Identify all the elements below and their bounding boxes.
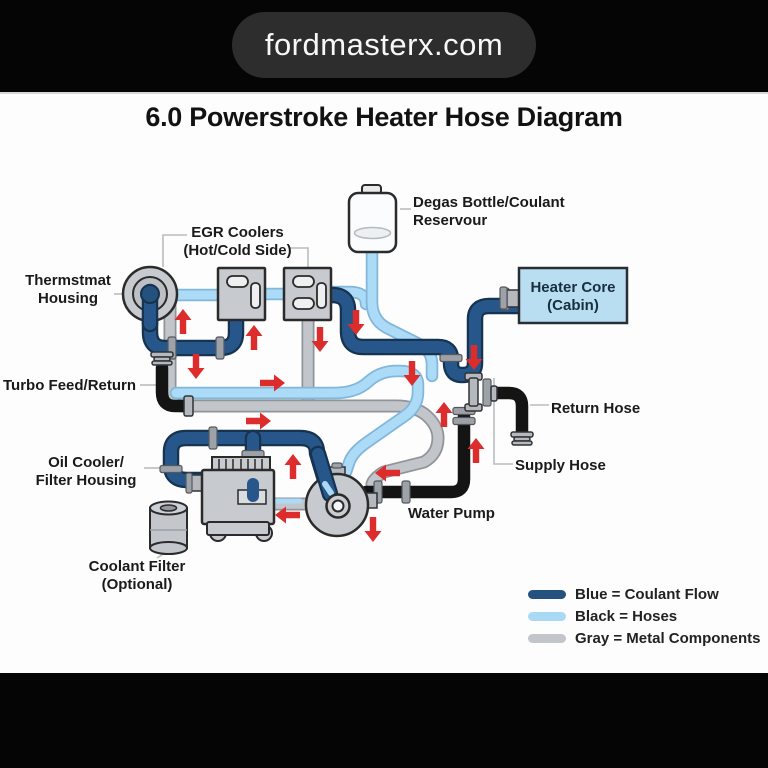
flow-arrow-right: [246, 412, 271, 430]
return-hose-cap: [510, 431, 534, 446]
heater-hose-diagram: [114, 184, 629, 559]
flow-arrow-up: [245, 325, 263, 350]
leader-lines: [114, 208, 549, 559]
site-badge-text: fordmasterx.com: [264, 27, 504, 62]
degas-bottle: [347, 184, 398, 254]
oil-cooler: [185, 456, 276, 542]
flow-arrow-down: [187, 354, 205, 379]
thermostat-housing: [121, 265, 179, 324]
coolant-filter: [149, 500, 188, 555]
site-badge: fordmasterx.com: [232, 12, 536, 78]
flow-arrow-up: [284, 454, 302, 479]
return-hose-fixture: [464, 372, 498, 412]
diagram-panel: 6.0 Powerstroke Heater Hose Diagram: [0, 92, 768, 673]
egr-cooler-cold: [282, 266, 333, 322]
page-title: 6.0 Powerstroke Heater Hose Diagram: [145, 102, 623, 132]
top-letterbox-bar: fordmasterx.com: [0, 0, 768, 92]
flow-arrow-down: [364, 517, 382, 542]
water-pump: [304, 454, 378, 538]
flow-arrow-up: [174, 309, 192, 334]
light-blue-hoses: [166, 252, 432, 504]
turbo-hose-cap: [150, 351, 194, 417]
egr-cooler-hot: [216, 266, 267, 322]
bottom-letterbox-bar: [0, 673, 768, 768]
heater-core-box: [499, 266, 629, 325]
